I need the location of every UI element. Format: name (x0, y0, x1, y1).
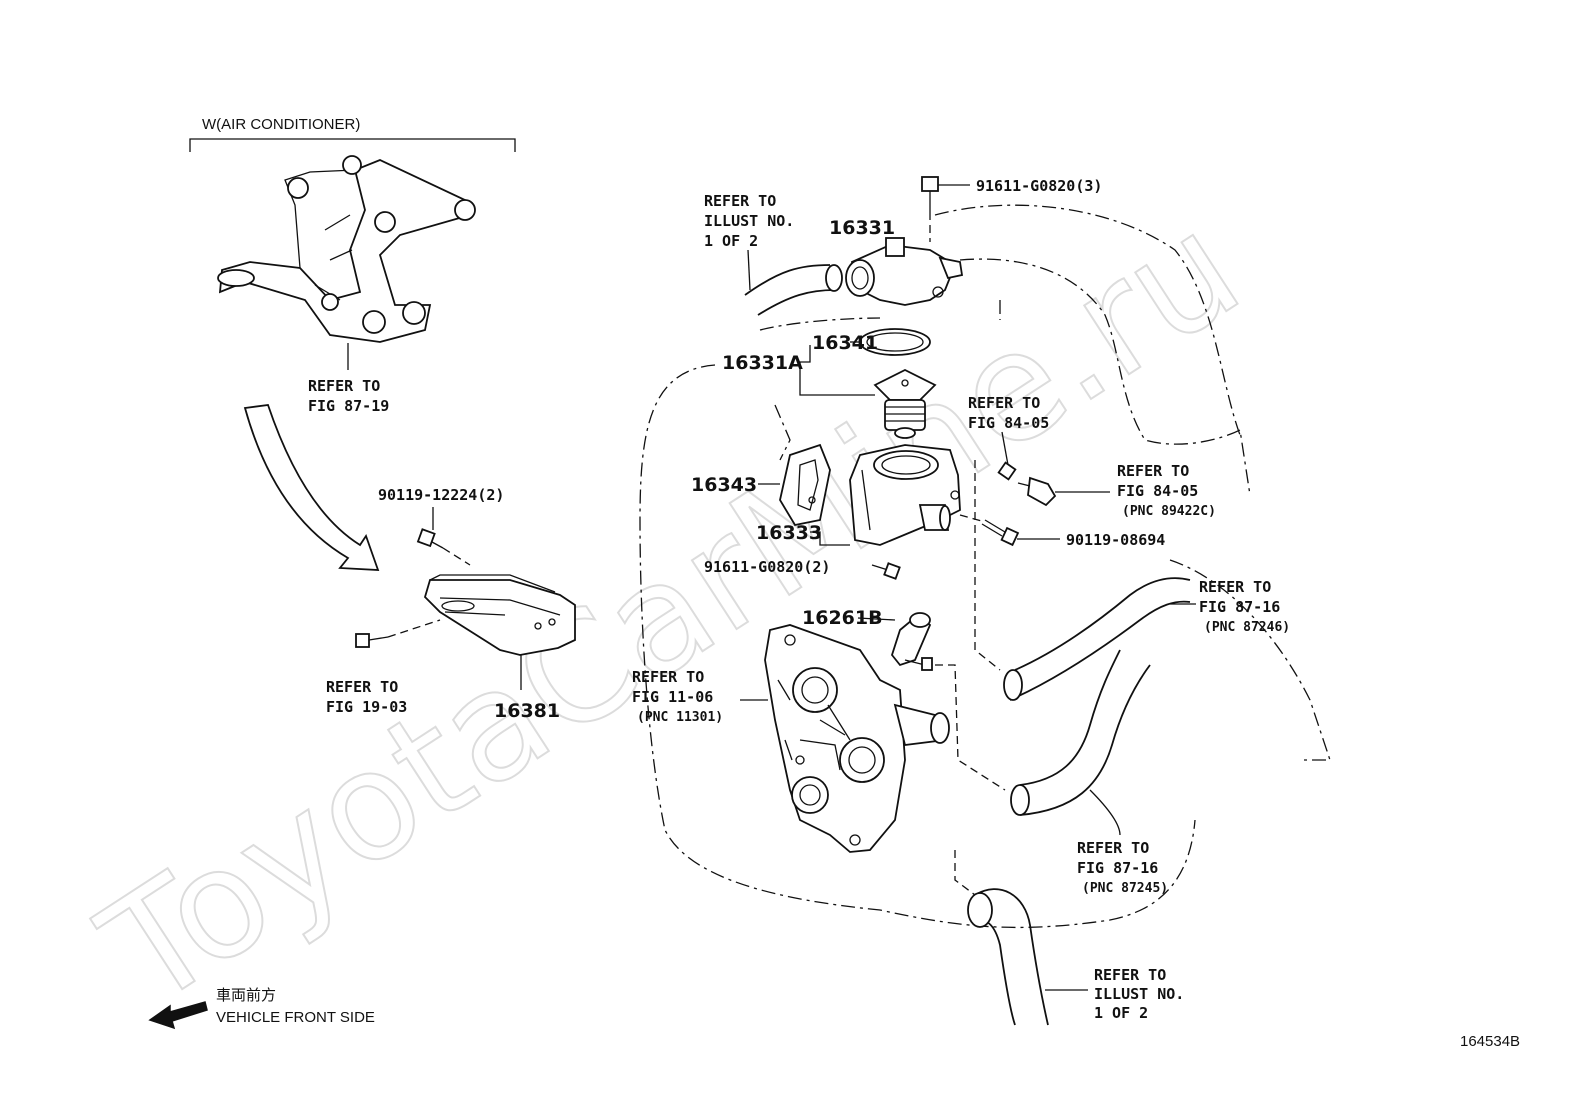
part-16343-label: 16343 (691, 474, 757, 496)
refer-illust-top-line1: REFER TO (704, 192, 776, 210)
group-bracket-line (189, 138, 516, 152)
leader-16333 (810, 531, 850, 546)
part-16331A-label: 16331A (722, 352, 803, 374)
hose-87245 (1010, 649, 1151, 816)
watermark: ToyotaCarMine.ru (74, 181, 1269, 1041)
bolt-guide-line (442, 547, 471, 566)
water-inlet-16331[interactable] (845, 237, 964, 306)
sensor-clip[interactable] (997, 461, 1017, 481)
bolt-guide-08694 (959, 514, 986, 523)
sensor-guide-line (974, 460, 1001, 671)
refer-87-16-b-line2: FIG 87-16 (1077, 859, 1158, 877)
bolt-91611-g0820-top[interactable] (921, 176, 939, 212)
part-16381-label: 16381 (494, 700, 560, 722)
pipe-guide-line (935, 664, 1006, 791)
bolt-90119-08694[interactable] (981, 519, 1020, 547)
leader-84-05-a (1001, 431, 1009, 466)
refer-87-16-a-line2: FIG 87-16 (1199, 598, 1280, 616)
bolt-refer-19-03[interactable] (355, 633, 389, 648)
bottom-guide-line (954, 850, 976, 896)
part-16331-label: 16331 (829, 217, 895, 239)
engine-outline (639, 204, 1331, 929)
hose-87246 (1003, 577, 1191, 701)
bolt-90119-12224[interactable] (416, 528, 444, 549)
refer-illust-bottom-line3: 1 OF 2 (1094, 1004, 1148, 1022)
bolt-90119-08694-label: 90119-08694 (1066, 531, 1165, 549)
bracket-ref-line2: FIG 87-19 (308, 397, 389, 415)
compressor-bracket[interactable] (217, 155, 476, 343)
hose-bottom (967, 888, 1049, 1026)
refer-84-05-b-line2: FIG 84-05 (1117, 482, 1198, 500)
leader-87245 (1089, 789, 1121, 836)
water-pump[interactable] (764, 624, 950, 853)
refer-19-03-line2: FIG 19-03 (326, 698, 407, 716)
refer-illust-top-line2: ILLUST NO. (704, 212, 794, 230)
vehicle-front-jp: 車両前方 (216, 987, 276, 1004)
vehicle-front-arrow-icon (148, 1001, 208, 1030)
refer-19-03-line1: REFER TO (326, 678, 398, 696)
bolt-guide-line-2 (387, 619, 441, 638)
refer-11-06-line1: REFER TO (632, 668, 704, 686)
hose-top-left (744, 264, 843, 316)
refer-84-05-b-line3: (PNC 89422C) (1122, 504, 1216, 519)
group-label: W(AIR CONDITIONER) (202, 116, 360, 133)
leader-16331A (799, 345, 875, 396)
refer-87-16-a-line3: (PNC 87246) (1204, 620, 1290, 635)
pipe-16261B[interactable] (890, 612, 933, 671)
leader-illust-top (747, 249, 751, 291)
bracket-ref-line1: REFER TO (308, 377, 380, 395)
bolt-91611-top-label: 91611-G0820(3) (976, 177, 1102, 195)
bolt-91611-g0820-mid[interactable] (871, 562, 901, 580)
bolt-90119-12224-label: 90119-12224(2) (378, 486, 504, 504)
figure-number: 164534B (1460, 1033, 1520, 1050)
refer-illust-bottom-line2: ILLUST NO. (1094, 985, 1184, 1003)
thermostat[interactable] (873, 368, 937, 439)
air-conditioner-group: W(AIR CONDITIONER) REFER TO FIG 87-19 90… (189, 116, 576, 722)
leader-16261B (857, 617, 896, 621)
part-16261B-label: 16261B (802, 607, 883, 629)
vehicle-front-en: VEHICLE FRONT SIDE (216, 1009, 375, 1026)
refer-87-16-b-line3: (PNC 87245) (1082, 881, 1168, 896)
refer-84-05-a-line2: FIG 84-05 (968, 414, 1049, 432)
bolt-91611-mid-label: 91611-G0820(2) (704, 558, 830, 576)
refer-11-06-line2: FIG 11-06 (632, 688, 713, 706)
gasket-16343[interactable] (779, 443, 831, 527)
refer-illust-bottom-line1: REFER TO (1094, 966, 1166, 984)
transition-arrow-icon (243, 404, 380, 571)
refer-87-16-a-line1: REFER TO (1199, 578, 1271, 596)
part-16341-label: 16341 (812, 332, 878, 354)
refer-11-06-line3: (PNC 11301) (637, 710, 723, 725)
part-16333-label: 16333 (756, 522, 822, 544)
refer-84-05-a-line1: REFER TO (968, 394, 1040, 412)
protector-16381[interactable] (423, 574, 576, 656)
water-outlet-16333[interactable] (849, 444, 961, 546)
refer-84-05-b-line1: REFER TO (1117, 462, 1189, 480)
refer-87-16-b-line1: REFER TO (1077, 839, 1149, 857)
refer-illust-top-line3: 1 OF 2 (704, 232, 758, 250)
temperature-sensor[interactable] (1017, 476, 1057, 507)
